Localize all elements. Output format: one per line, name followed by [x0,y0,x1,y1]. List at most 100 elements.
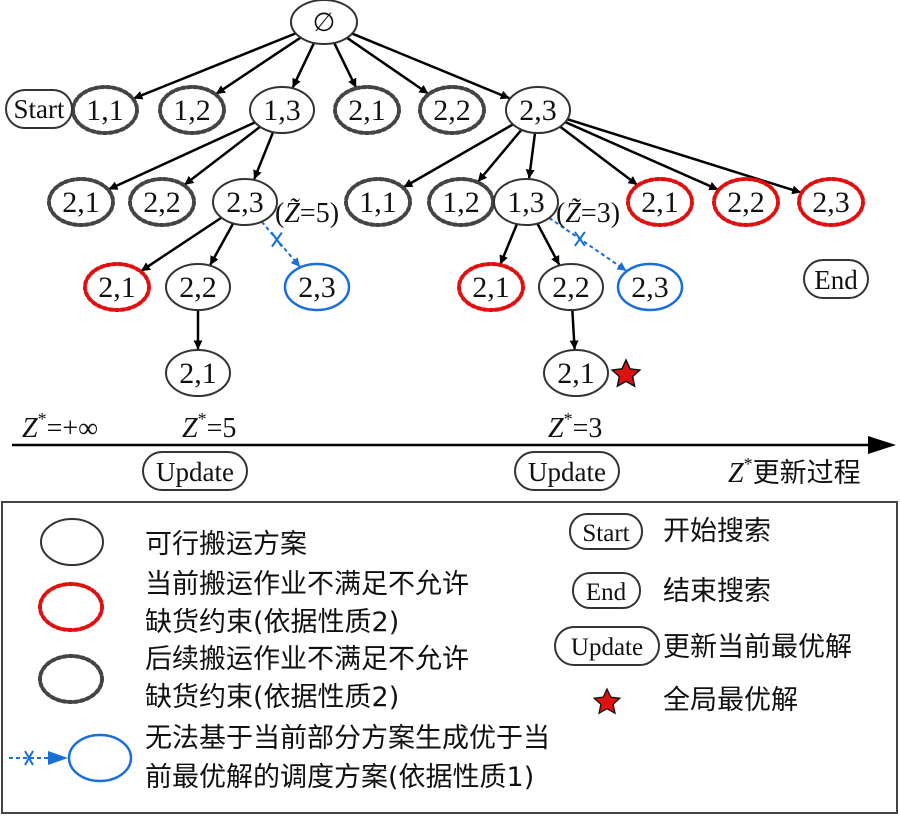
tree-node-label: 2,3 [519,94,557,127]
tree-node-label: 2,2 [179,271,217,304]
global-optimum-star-icon [610,358,642,388]
tree-node-current-infeasible: 2,1 [457,262,525,312]
svg-text:Update: Update [156,457,234,487]
update-badge-first: Update [142,451,248,491]
legend-subsequent-infeasible-line2: 缺货约束(依据性质2) [145,682,399,713]
tree-edge [346,36,429,95]
tree-edge [215,36,302,95]
legend-end-badge: End [572,572,641,609]
tree-node-label: 2,1 [62,186,100,219]
legend-feasible-label: 可行搬运方案 [145,529,307,560]
svg-text:Update: Update [528,457,606,487]
tree-node-label: ∅ [313,8,336,37]
legend-pruned-line2: 前最优解的调度方案(依据性质1) [145,762,534,793]
tree-node-feasible: 2,1 [543,349,609,397]
start-badge-label: Start [14,94,65,124]
legend-end-label: 结束搜索 [663,576,771,607]
tree-edge [133,32,297,100]
tree-node-label: 1,1 [86,94,124,127]
tree-edge [403,123,514,189]
bound-annotation: (Z̃=5) [275,198,339,229]
tree-node-feasible: 2,3 [212,178,278,226]
tree-node-label: 1,2 [442,186,480,219]
tree-node-label: 1,1 [359,186,397,219]
tree-node-root: ∅ [290,0,358,45]
tree-node-feasible: 2,3 [505,86,571,134]
tree-edge [525,132,537,179]
tree-node-subsequent-infeasible: 2,1 [47,177,115,227]
tree-node-feasible: 1,3 [493,178,559,226]
end-badge: End [803,259,869,299]
tree-node-subsequent-infeasible: 2,2 [418,85,486,135]
timeline-value-initial: Z*=+∞ [22,409,98,444]
tree-node-label: 1,3 [507,186,545,219]
legend-current-infeasible-icon [38,582,104,632]
tree-node-subsequent-infeasible: 1,2 [158,85,226,135]
legend-current-infeasible-line2: 缺货约束(依据性质2) [145,607,399,638]
tree-node-pruned: 2,3 [616,262,684,312]
tree-node-label: 2,1 [472,271,510,304]
tree-node-label: 2,3 [812,186,850,219]
tree-node-pruned: 2,3 [283,262,351,312]
tree-edge [569,309,579,350]
tree-node-feasible: 2,1 [165,349,231,397]
prune-cross-icon [574,231,586,247]
tree-node-current-infeasible: 2,2 [712,177,780,227]
tree-node-label: 2,1 [348,94,386,127]
svg-text:Start: Start [582,520,629,547]
tree-node-label: 2,1 [98,271,136,304]
tree-node-label: 2,1 [641,186,679,219]
legend: 可行搬运方案 当前搬运作业不满足不允许 缺货约束(依据性质2) 后续搬运作业不满… [1,501,898,814]
tree-edge [108,121,256,191]
tree-node-label: 1,3 [263,94,301,127]
legend-start-badge: Start [569,513,643,550]
tree-nodes: ∅ 1,1 1,2 1,3 2,1 2,2 2,3 2,1 2,2 2,3 1,1 1,2 1,3 2,1… [47,0,865,397]
tree-node-current-infeasible: 2,1 [626,177,694,227]
tree-node-label: 2,3 [298,271,336,304]
timeline-value-first: Z*=5 [182,409,236,444]
tree-node-label: 1,2 [173,94,211,127]
svg-text:End: End [586,579,627,606]
tree-node-label: 2,1 [557,357,595,390]
tree-node-label: 2,2 [143,186,181,219]
update-badge-second: Update [514,451,620,491]
tree-edges [108,32,802,350]
tree-edge [536,222,561,266]
tree-node-label: 2,2 [552,271,590,304]
tree-edge [566,118,802,195]
tree-edge [499,223,519,265]
timeline-arrowhead-icon [868,436,896,454]
tree-edge [477,128,523,183]
tree-node-label: 2,3 [631,271,669,304]
tree-node-feasible: 2,2 [538,263,604,311]
timeline: Z*=+∞ Z*=5 Z*=3 Update Update Z*更新过程 [12,409,896,491]
prune-cross-icon [271,232,283,248]
tree-edge [291,42,316,88]
tree-edge [333,42,358,88]
legend-frame [1,501,898,814]
legend-star-icon [592,687,622,715]
tree-node-feasible: 2,2 [165,263,231,311]
tree-node-subsequent-infeasible: 2,1 [333,85,401,135]
tree-edge [140,216,223,272]
tree-node-label: 2,2 [727,186,765,219]
tree-node-label: 2,3 [226,186,264,219]
tree-edge [564,120,719,191]
timeline-axis-label: Z*更新过程 [728,454,861,489]
tree-node-subsequent-infeasible: 2,2 [128,177,196,227]
tree-node-subsequent-infeasible: 1,1 [71,85,139,135]
timeline-value-second: Z*=3 [548,409,602,444]
legend-pruned-icon [9,733,133,783]
legend-subsequent-infeasible-icon [38,654,104,704]
tree-node-label: 2,1 [179,357,217,390]
legend-update-label: 更新当前最优解 [663,632,852,663]
tree-edge [559,125,638,186]
tree-node-subsequent-infeasible: 1,1 [344,177,412,227]
pruned-edge [548,217,627,272]
legend-pruned-line1: 无法基于当前部分方案生成优于当 [145,723,550,754]
tree-edge [253,131,275,180]
legend-feasible-icon [40,518,104,566]
tree-edge [183,125,261,186]
bound-annotations: (Z̃=5)(Z̃=3) [275,198,620,229]
